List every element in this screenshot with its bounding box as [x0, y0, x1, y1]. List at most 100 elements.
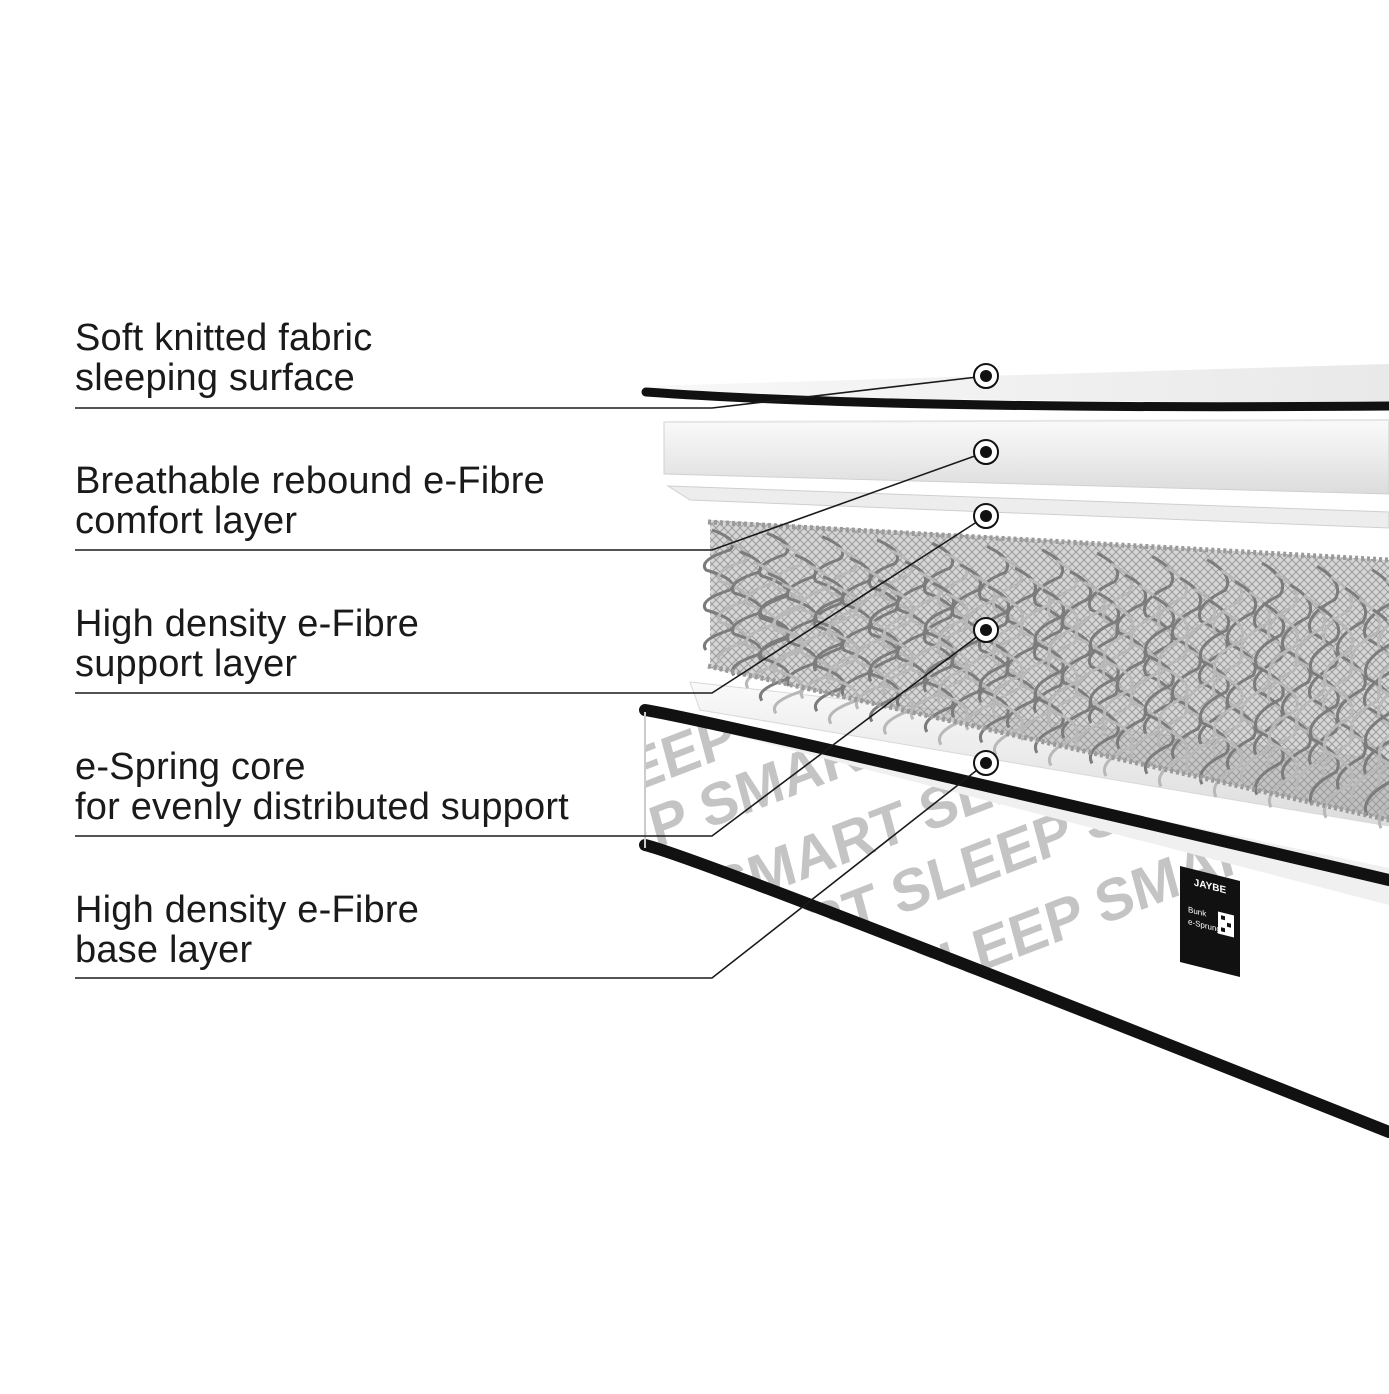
callout-marker-3 — [973, 503, 999, 529]
callout-label-top-fabric: Soft knitted fabric sleeping surface — [75, 318, 715, 398]
coil-spring — [1322, 575, 1354, 779]
callout-line-2 — [75, 451, 987, 551]
callout-markers — [973, 363, 999, 776]
coil-spring — [841, 556, 873, 698]
coil-spring — [868, 538, 900, 683]
coil-spring — [1213, 609, 1245, 798]
coil-spring — [1061, 570, 1093, 739]
coil-spring — [1157, 565, 1189, 747]
coil-spring — [1171, 576, 1203, 760]
coil-spring — [1088, 551, 1120, 724]
callout-label-line1: Soft knitted fabric — [75, 317, 373, 359]
comfort-layer — [663, 419, 1389, 495]
upper-support-foam — [666, 485, 1389, 529]
coil-spring — [731, 550, 763, 677]
callout-label-line2: sleeping surface — [75, 357, 355, 399]
coil-spring — [923, 541, 955, 693]
coil-spring — [1240, 590, 1272, 783]
callout-label-line2: for evenly distributed support — [75, 786, 569, 828]
coil-spring — [786, 553, 818, 687]
coil-spring — [1295, 594, 1327, 794]
coil-spring — [1116, 573, 1148, 750]
coil-spring — [703, 528, 735, 651]
coil-spring — [951, 563, 983, 718]
coil-spring — [992, 555, 1024, 716]
coil-spring — [1033, 548, 1065, 714]
coil-spring — [814, 575, 846, 712]
coil-spring — [813, 535, 845, 672]
coil-spring — [1267, 572, 1299, 768]
coil-spring — [910, 571, 942, 721]
coil-spring — [1226, 580, 1258, 771]
coil-spring — [1075, 580, 1107, 752]
coil-spring — [1185, 587, 1217, 773]
coil-spring — [758, 531, 790, 662]
coil-spring — [1308, 565, 1340, 766]
callout-label-support-layer: High density e-Fibre support layer — [75, 604, 715, 684]
coil-spring — [896, 560, 928, 708]
coil-spring — [772, 542, 804, 675]
coil-spring — [1102, 562, 1134, 737]
coil-spring — [745, 561, 777, 689]
callout-label-comfort-layer: Breathable rebound e-Fibre comfort layer — [75, 461, 715, 541]
base-bottom-piping — [639, 839, 1389, 1138]
coil-spring — [1268, 612, 1300, 809]
coil-spring — [1309, 605, 1341, 806]
qr-code-icon — [1218, 911, 1234, 938]
coil-spring — [882, 549, 914, 695]
coil-spring — [717, 539, 749, 664]
coil-spring — [1323, 615, 1355, 819]
coil-spring — [1281, 583, 1313, 781]
callout-lines — [75, 375, 987, 979]
coil-spring — [773, 582, 805, 715]
coil-spring — [1020, 577, 1052, 741]
coil-spring — [978, 545, 1010, 704]
coil-spring — [1253, 561, 1285, 756]
callout-label-line1: e-Spring core — [75, 746, 306, 788]
coil-spring — [924, 581, 956, 733]
callout-label-line2: base layer — [75, 929, 253, 971]
callout-label-base-layer: High density e-Fibre base layer — [75, 890, 715, 970]
coil-spring — [993, 596, 1025, 756]
callout-label-line1: Breathable rebound e-Fibre — [75, 460, 545, 502]
callout-label-line1: High density e-Fibre — [75, 603, 420, 645]
coil-spring — [759, 571, 791, 702]
coil-spring — [1336, 586, 1368, 791]
coil-spring — [1350, 597, 1382, 804]
brand-tag: JAYBE Bunk e-Sprung — [1180, 866, 1240, 977]
base-side-panel — [645, 712, 1389, 1135]
callout-label-line2: support layer — [75, 643, 298, 685]
coil-spring — [1047, 559, 1079, 727]
coil-spring — [1034, 588, 1066, 754]
coil-spring — [827, 546, 859, 685]
callout-marker-5 — [973, 750, 999, 776]
callout-marker-4 — [973, 617, 999, 643]
coil-spring — [1130, 584, 1162, 762]
callout-label-line2: comfort layer — [75, 500, 298, 542]
callout-line-3 — [75, 515, 987, 694]
callout-label-spring-core: e-Spring core for evenly distributed sup… — [75, 747, 715, 827]
coil-spring — [937, 552, 969, 706]
coil-spring — [1144, 595, 1176, 775]
coil-spring — [1199, 598, 1231, 785]
coil-spring — [979, 585, 1011, 744]
callout-line-5 — [75, 762, 987, 979]
callout-marker-2 — [973, 439, 999, 465]
callout-marker-1 — [973, 363, 999, 389]
top-fabric-layer — [641, 364, 1389, 412]
coil-spring — [965, 574, 997, 731]
callout-line-4 — [75, 629, 987, 837]
spring-core — [703, 519, 1389, 829]
coil-spring — [1006, 566, 1038, 729]
callout-label-line1: High density e-Fibre — [75, 889, 420, 931]
coil-spring — [1089, 591, 1121, 765]
coil-spring — [1103, 602, 1135, 777]
coil-spring — [938, 592, 970, 746]
coil-spring — [855, 567, 887, 710]
coil-spring — [1212, 569, 1244, 758]
coil-spring — [1048, 599, 1080, 767]
coil-spring — [1254, 601, 1286, 796]
callout-line-1 — [75, 375, 987, 409]
